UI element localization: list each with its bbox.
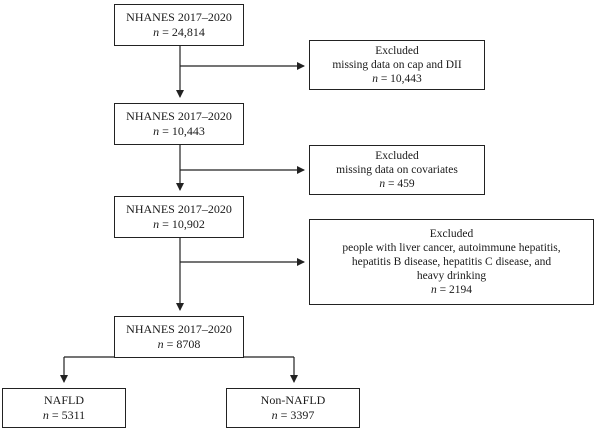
excl1-n-label: n: [372, 73, 378, 85]
excl3-reason-line-3: heavy drinking: [416, 270, 487, 282]
excl2-n-value: = 459: [388, 178, 415, 190]
excl2-heading: Excluded: [375, 150, 419, 162]
step4-box: NHANES 2017–2020 n = 8708: [114, 316, 244, 358]
step1-box: NHANES 2017–2020 n = 24,814: [114, 4, 244, 46]
excl3-heading: Excluded: [429, 228, 474, 240]
step3-n-label: n: [153, 217, 160, 231]
group-nafld-n-label: n: [42, 408, 49, 422]
step3-title: NHANES 2017–2020: [126, 202, 232, 216]
step1-n-label: n: [153, 25, 160, 39]
excl3-reason-line-2: hepatitis B disease, hepatitis C disease…: [351, 256, 552, 268]
excl3-n-label: n: [431, 284, 437, 296]
step2-n-value: = 10,443: [162, 124, 205, 138]
excl1-n-value: = 10,443: [380, 73, 422, 85]
step1-n-value: = 24,814: [162, 25, 205, 39]
group-non-nafld-n-value: = 3397: [280, 408, 315, 422]
excl3-reason-line-1: people with liver cancer, autoimmune hep…: [342, 242, 561, 254]
excl1-reason: missing data on cap and DII: [332, 59, 462, 71]
step2-title: NHANES 2017–2020: [126, 109, 232, 123]
excl3-n-value: = 2194: [439, 284, 472, 296]
excl3-box: Excluded people with liver cancer, autoi…: [309, 219, 594, 305]
group-nafld-box: NAFLD n = 5311: [2, 388, 126, 428]
excl1-box: Excluded missing data on cap and DII n =…: [309, 40, 485, 90]
group-non-nafld-title: Non-NAFLD: [260, 393, 326, 407]
excl2-box: Excluded missing data on covariates n = …: [309, 145, 485, 195]
step2-box: NHANES 2017–2020 n = 10,443: [114, 103, 244, 145]
step1-title: NHANES 2017–2020: [126, 10, 232, 24]
step4-title: NHANES 2017–2020: [126, 322, 232, 336]
group-non-nafld-box: Non-NAFLD n = 3397: [226, 388, 360, 428]
group-non-nafld-n-label: n: [271, 408, 278, 422]
group-nafld-title: NAFLD: [43, 393, 84, 407]
step4-n-value: = 8708: [166, 337, 201, 351]
excl1-heading: Excluded: [375, 45, 419, 57]
step3-n-value: = 10,902: [162, 217, 205, 231]
excl2-reason: missing data on covariates: [336, 164, 458, 176]
group-nafld-n-value: = 5311: [51, 408, 86, 422]
step2-n-label: n: [153, 124, 160, 138]
step3-box: NHANES 2017–2020 n = 10,902: [114, 196, 244, 238]
step4-n-label: n: [157, 337, 164, 351]
excl2-n-label: n: [379, 178, 386, 190]
